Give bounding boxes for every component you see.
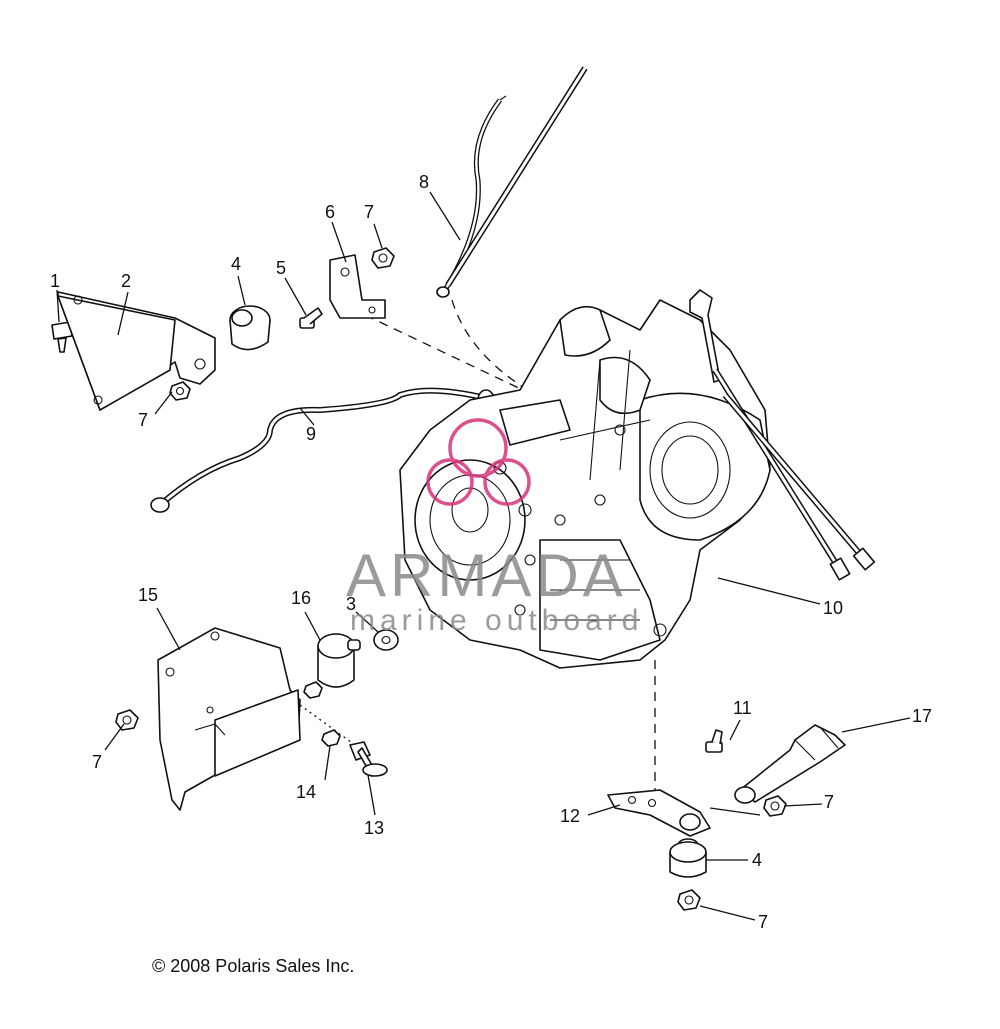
callout-13: 13 (364, 818, 384, 838)
callout-4-bottom: 4 (752, 850, 762, 870)
callout-16: 16 (291, 588, 311, 608)
part-4-rubber-mount-bottom (669, 838, 707, 878)
callout-14: 14 (296, 782, 316, 802)
callout-7-bottom: 7 (758, 912, 768, 932)
guide-line-cable8 (451, 299, 546, 401)
part-4-rubber-mount-top (229, 305, 271, 351)
callout-9: 9 (306, 424, 316, 444)
part-12-bracket (607, 789, 711, 837)
part-11-bolt (705, 729, 723, 753)
part-16-rubber-mount (317, 633, 361, 688)
callout-17: 17 (912, 706, 932, 726)
callout-1: 1 (50, 271, 60, 291)
part-7-nut-b (169, 381, 191, 401)
part-7-nut-c (115, 709, 139, 731)
watermark-brand: ARMADA (346, 542, 627, 609)
callout-10: 10 (823, 598, 843, 618)
callout-3: 3 (346, 594, 356, 614)
part-1-screw (51, 321, 73, 353)
callout-15: 15 (138, 585, 158, 605)
watermark-logo (426, 418, 531, 506)
callout-5: 5 (276, 258, 286, 278)
copyright-notice: © 2008 Polaris Sales Inc. (152, 956, 355, 976)
callout-12: 12 (560, 806, 580, 826)
part-7-nut-d (763, 795, 787, 817)
leader-lines (56, 191, 911, 921)
callout-7-left: 7 (138, 410, 148, 430)
callout-4-top: 4 (231, 254, 241, 274)
callout-8: 8 (419, 172, 429, 192)
part-7-nut-e (677, 889, 701, 911)
watermark-tagline: marine outboard (350, 604, 643, 637)
part-15-bracket (157, 627, 301, 811)
part-3-washer (373, 629, 399, 651)
callout-7-top: 7 (364, 202, 374, 222)
callout-6: 6 (325, 202, 335, 222)
part-6-bracket (329, 254, 386, 319)
part-14-nut (321, 729, 341, 747)
callout-7-right: 7 (824, 792, 834, 812)
part-7-nut-a (371, 247, 395, 269)
part-nut-small (303, 681, 323, 699)
watermark: ARMADA marine outboard (346, 418, 643, 637)
part-10-engine (399, 289, 876, 669)
callout-7-left-lower: 7 (92, 752, 102, 772)
callout-11: 11 (733, 698, 752, 718)
part-5-bolt (299, 307, 323, 329)
part-8-cable (436, 66, 588, 298)
part-13-bolt (349, 741, 388, 777)
callout-2: 2 (121, 271, 131, 291)
part-2-bracket (57, 291, 216, 411)
part-17-arm (734, 724, 846, 804)
